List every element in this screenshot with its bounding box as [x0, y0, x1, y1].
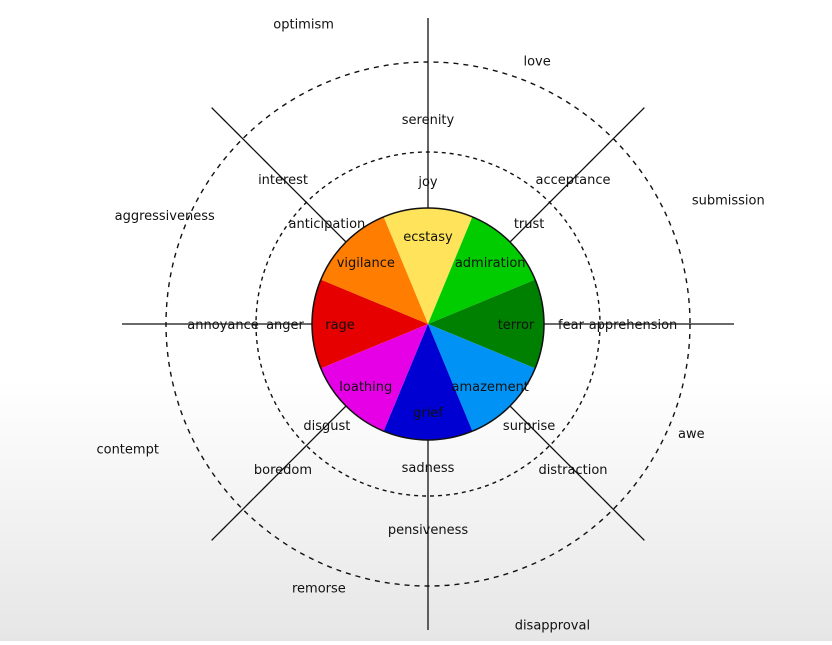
surprise-tier-mild	[549, 445, 603, 499]
anger-tier-intense	[312, 279, 428, 369]
circle-layer	[165, 61, 691, 587]
fear-label-0: apprehension	[589, 318, 678, 333]
surprise-tier-basic	[509, 405, 551, 447]
dyad-disapproval: disapproval	[515, 618, 590, 633]
anger-petal	[122, 279, 428, 369]
anticipation-tier-intense	[320, 216, 428, 324]
fear-petal	[428, 279, 734, 369]
joy-petal	[383, 18, 473, 324]
anger-label-2: rage	[325, 318, 355, 333]
middle-dashed-ring	[255, 151, 601, 497]
disgust-label-1: disgust	[303, 419, 350, 434]
sadness-tier-intense	[383, 324, 473, 440]
dyad-remorse: remorse	[292, 581, 346, 596]
anticipation-tier-outer	[211, 107, 255, 151]
trust-label-0: acceptance	[536, 173, 611, 188]
anticipation-label-1: anticipation	[289, 217, 366, 232]
dyad-love: love	[523, 55, 550, 70]
dyad-aggressiveness: aggressiveness	[115, 209, 215, 224]
disgust-tier-intense	[320, 324, 428, 432]
surprise-tier-intense	[428, 324, 536, 432]
dyad-optimism: optimism	[273, 18, 334, 33]
surprise-label-0: distraction	[538, 463, 607, 478]
fear-label-1: fear	[558, 318, 585, 333]
fear-tier-intense	[428, 279, 544, 369]
inner-ring	[311, 207, 545, 441]
surprise-label-1: surprise	[503, 419, 555, 434]
trust-tier-mild	[549, 149, 603, 203]
disgust-tier-outer	[211, 497, 255, 541]
surprise-label-2: amazement	[451, 380, 528, 395]
disgust-tier-mild	[253, 445, 307, 499]
sadness-label-0: pensiveness	[388, 523, 469, 538]
disgust-petal	[211, 324, 428, 541]
surprise-petal	[428, 324, 645, 541]
dyad-contempt: contempt	[96, 442, 158, 457]
joy-label-2: ecstasy	[403, 230, 453, 245]
anger-label-0: annoyance	[187, 318, 258, 333]
disgust-label-0: boredom	[254, 463, 312, 478]
sadness-petal	[383, 324, 473, 630]
dyad-submission: submission	[692, 194, 765, 209]
trust-tier-outer	[601, 107, 645, 151]
trust-label-2: admiration	[455, 256, 526, 271]
dyad-awe: awe	[678, 427, 705, 442]
petal-layer	[122, 18, 734, 630]
joy-label-0: serenity	[402, 113, 455, 128]
trust-petal	[428, 107, 645, 324]
surprise-tier-outer	[601, 497, 645, 541]
label-layer: serenity joy ecstasy acceptance trust admirat…	[96, 18, 764, 634]
sadness-label-2: grief	[413, 406, 443, 421]
sadness-label-1: sadness	[402, 461, 455, 476]
disgust-tier-basic	[305, 405, 347, 447]
outer-dashed-ring	[165, 61, 691, 587]
trust-tier-intense	[428, 216, 536, 324]
anticipation-label-0: interest	[258, 173, 308, 188]
trust-label-1: trust	[514, 217, 545, 232]
fear-label-2: terror	[498, 318, 535, 333]
anticipation-tier-mild	[253, 149, 307, 203]
anger-label-1: anger	[266, 318, 304, 333]
joy-label-1: joy	[417, 175, 438, 190]
disgust-label-2: loathing	[339, 380, 392, 395]
joy-tier-intense	[383, 208, 473, 324]
anticipation-label-2: vigilance	[337, 256, 395, 271]
